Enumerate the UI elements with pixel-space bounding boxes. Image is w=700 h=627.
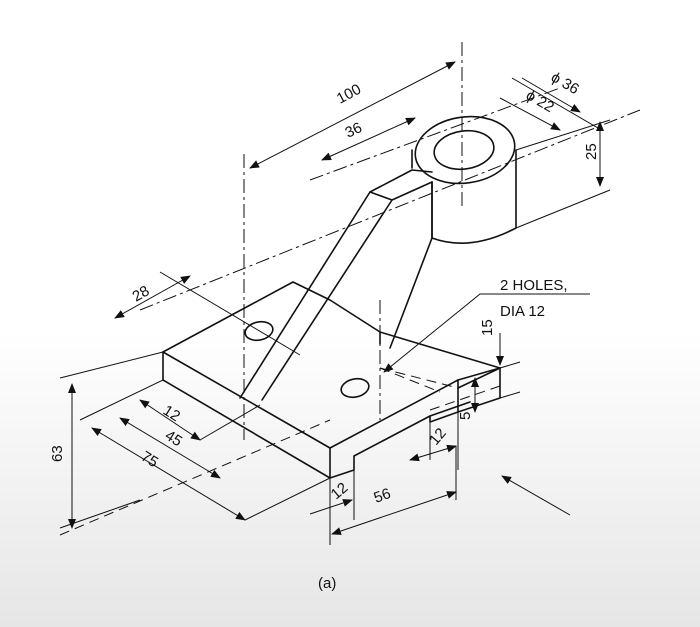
dim-100-label: 100 bbox=[334, 81, 364, 108]
dim-15-label: 15 bbox=[479, 319, 496, 336]
center-lines bbox=[139, 42, 641, 440]
note-line1: 2 HOLES, bbox=[500, 277, 568, 294]
hidden-lines bbox=[379, 367, 501, 411]
hole-left bbox=[244, 320, 274, 342]
dimension-labels: 100 36 ϕ 36 ϕ 22 25 28 15 5 12 12 45 75 … bbox=[49, 69, 600, 592]
dim-45-label: 45 bbox=[162, 427, 185, 450]
dim-25-label: 25 bbox=[583, 143, 600, 160]
note-line2: DIA 12 bbox=[500, 303, 545, 320]
dim-5-label: 5 bbox=[457, 412, 474, 420]
dim-28-label: 28 bbox=[130, 282, 153, 305]
hole-right bbox=[340, 377, 370, 399]
dim-12-left-label: 12 bbox=[160, 402, 183, 425]
dim-dia36-label: ϕ 36 bbox=[548, 69, 582, 98]
dim-63-label: 63 bbox=[49, 445, 66, 462]
base-block bbox=[162, 281, 501, 479]
dim-75-label: 75 bbox=[138, 448, 161, 471]
dimension-lines bbox=[59, 61, 611, 545]
dim-56-label: 56 bbox=[372, 485, 393, 507]
dim-36-label: 36 bbox=[343, 119, 365, 141]
figure-caption: (a) bbox=[318, 575, 336, 592]
boss-cylinder bbox=[411, 115, 517, 244]
dim-12-bottom-label: 12 bbox=[328, 479, 352, 503]
